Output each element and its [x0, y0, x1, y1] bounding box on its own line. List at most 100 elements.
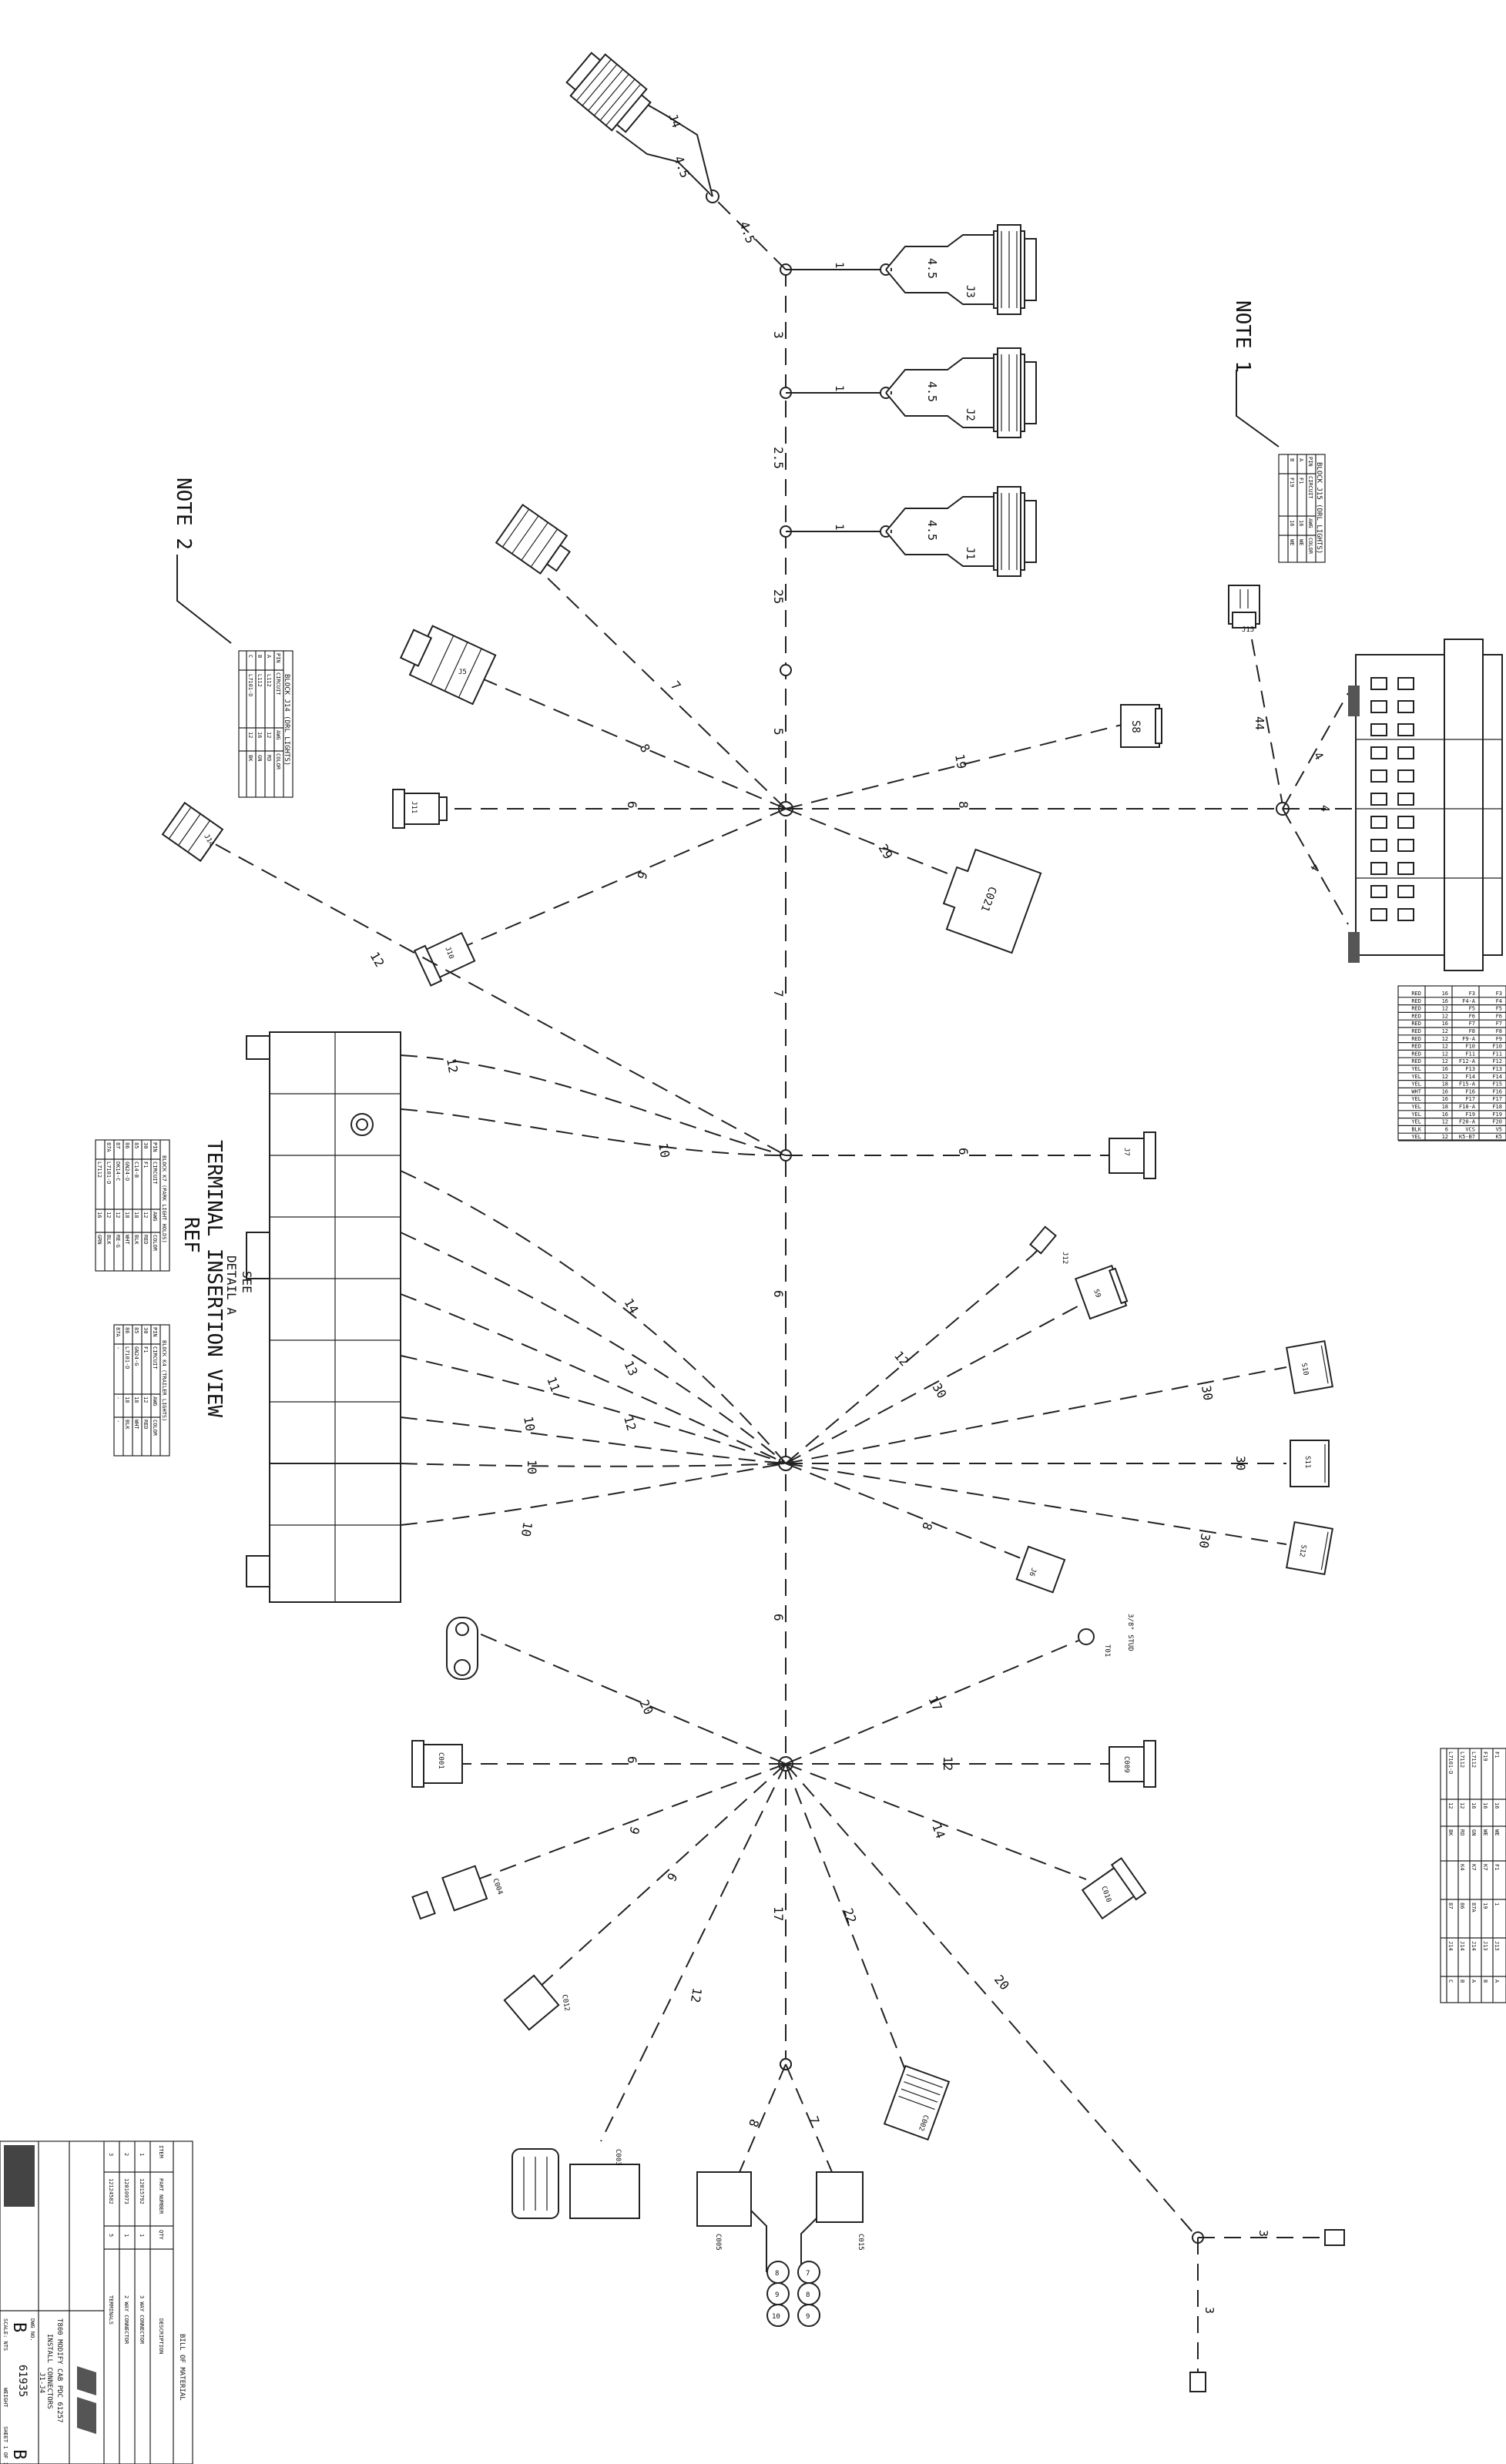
connector-s8[interactable] — [1120, 704, 1162, 748]
pigtail-terminal[interactable] — [1189, 2372, 1206, 2392]
connector-j14-top[interactable] — [495, 503, 576, 580]
svg-text:PIN: PIN — [152, 1142, 158, 1152]
view-title: TERMINAL INSERTION VIEW — [203, 1140, 226, 1417]
wire-length-label: 5 — [771, 728, 786, 736]
connector-j2[interactable] — [993, 347, 1037, 438]
table-cell: F6 — [1496, 1013, 1502, 1019]
svg-text:12124582: 12124582 — [108, 2178, 114, 2204]
wire-length-label: 4 — [1307, 861, 1323, 874]
wire-length-label: 8 — [746, 2117, 762, 2130]
connector-c010[interactable] — [1080, 1857, 1147, 1921]
table-cell: B — [1482, 1980, 1488, 1983]
table-cell: 12 — [1442, 1028, 1448, 1034]
wire-length-label: 4.5 — [925, 258, 939, 279]
connector-j4[interactable] — [562, 47, 656, 138]
connector-c009[interactable] — [1109, 1740, 1156, 1788]
wire-length-label: 1 — [833, 385, 845, 391]
connector-j7[interactable] — [1109, 1131, 1156, 1179]
table-cell: 16 — [1442, 1088, 1448, 1095]
svg-text:BILL OF MATERIAL: BILL OF MATERIAL — [178, 2334, 186, 2401]
connector-c004[interactable] — [410, 1865, 488, 1923]
pdc-fuse-block[interactable] — [1348, 639, 1503, 971]
table-cell: F18 — [1492, 1104, 1502, 1110]
title-block: BILL OF MATERIAL ITEM PART NUMBER QTY DE… — [0, 2140, 193, 2464]
wire-length-label: 30 — [1199, 1384, 1216, 1401]
connector-j1[interactable] — [993, 486, 1037, 577]
connector-j5[interactable] — [396, 619, 497, 706]
wire-length-label: 12 — [688, 1986, 705, 2003]
connector-j6[interactable] — [1015, 1545, 1066, 1594]
connector-j14[interactable] — [161, 801, 224, 863]
connector-c012[interactable] — [503, 1974, 560, 2031]
connector-j12[interactable] — [1029, 1225, 1057, 1256]
table-j14: BLOCK J14 (DRL LIGHTS) PINCIRCUITAWGCOLO… — [238, 650, 293, 798]
connector-c001[interactable] — [411, 1740, 463, 1788]
connector-c021[interactable] — [936, 846, 1042, 954]
wire-block — [400, 1416, 787, 1464]
connector-label: J12 — [1061, 1252, 1068, 1264]
table-cell: 12 — [1442, 1119, 1448, 1125]
table-cell: 85 — [133, 1142, 139, 1148]
svg-text:2 WAY CONNECTOR: 2 WAY CONNECTOR — [123, 2295, 129, 2345]
table-cell: DK14-C — [115, 1162, 121, 1181]
table-cell: 87 — [1447, 1902, 1454, 1909]
ground-lug[interactable] — [446, 1617, 478, 1680]
wire-length-label: 17 — [771, 1906, 786, 1921]
relay-block[interactable] — [246, 1031, 401, 1603]
table-cell: L7101-D — [1447, 1752, 1454, 1775]
svg-text:WE: WE — [1298, 539, 1304, 545]
svg-text:12: 12 — [247, 732, 253, 738]
svg-text:AWG: AWG — [275, 730, 281, 740]
connector-label: J1 — [964, 547, 976, 560]
connector-c003[interactable] — [512, 2148, 640, 2219]
connector-c005[interactable] — [696, 2171, 767, 2272]
wire-length-label: 1 — [833, 262, 845, 268]
table-cell: F3 — [1469, 991, 1475, 997]
connector-s10[interactable] — [1286, 1339, 1333, 1395]
connector-j15[interactable] — [1228, 585, 1260, 629]
svg-text:TERMINALS: TERMINALS — [108, 2295, 114, 2325]
svg-text:B: B — [257, 655, 263, 658]
wire-length-label: 6 — [634, 870, 650, 882]
table-cell: YEL — [1411, 1066, 1421, 1072]
wire-length-label: 25 — [771, 589, 786, 604]
svg-text:WEIGHT: WEIGHT — [2, 2388, 8, 2408]
wire-pdc — [1282, 808, 1349, 925]
svg-text:WE: WE — [1289, 539, 1295, 545]
table-cell: 18 — [133, 1212, 139, 1218]
table-cell: 18 — [133, 1396, 139, 1403]
table-cell: B — [1459, 1980, 1465, 1983]
connector-s12[interactable] — [1286, 1520, 1333, 1576]
table-cell: F12-A — [1459, 1058, 1476, 1064]
connector-c015[interactable] — [800, 2171, 864, 2272]
table-cell: 86 — [1459, 1902, 1465, 1909]
connector-c002[interactable] — [883, 2064, 951, 2141]
svg-text:BLOCK K4 (TRAILER LIGHTS): BLOCK K4 (TRAILER LIGHTS) — [161, 1340, 167, 1421]
svg-text:5: 5 — [108, 2234, 114, 2237]
svg-text:1: 1 — [123, 2234, 129, 2237]
svg-text:BK: BK — [247, 755, 253, 762]
wire-length-label: 12 — [941, 1756, 955, 1771]
svg-text:AWG: AWG — [1307, 518, 1313, 528]
wire-s10 — [785, 1366, 1287, 1464]
svg-text:SCALE: NTS: SCALE: NTS — [2, 2318, 8, 2351]
table-cell: J14 — [1471, 1941, 1477, 1951]
connector-s9[interactable] — [1074, 1264, 1129, 1320]
table-cell: RED — [1411, 1036, 1421, 1042]
ring-terminal-t01[interactable] — [1078, 1628, 1095, 1645]
table-cell: J13 — [1482, 1941, 1488, 1951]
wire-length-label: 1 — [833, 524, 845, 530]
table-fuse: F3F316REDF4F4-A16REDF5F512REDF6F612REDF7… — [1397, 985, 1506, 1141]
connector-j11[interactable] — [392, 789, 448, 829]
pigtail-terminal[interactable] — [1324, 2229, 1345, 2246]
connector-s11[interactable] — [1290, 1440, 1330, 1487]
table-cell: 16 — [1494, 1802, 1500, 1809]
svg-text:8: 8 — [806, 2291, 810, 2299]
connector-j3[interactable] — [993, 224, 1037, 315]
wire-j12 — [785, 1255, 1033, 1464]
wire-block — [400, 1170, 787, 1464]
wire-length-label: 6 — [956, 1148, 971, 1155]
note-1: NOTE 1 — [1231, 300, 1254, 373]
svg-text:PIN: PIN — [1307, 457, 1313, 467]
connector-j10[interactable] — [413, 930, 476, 987]
